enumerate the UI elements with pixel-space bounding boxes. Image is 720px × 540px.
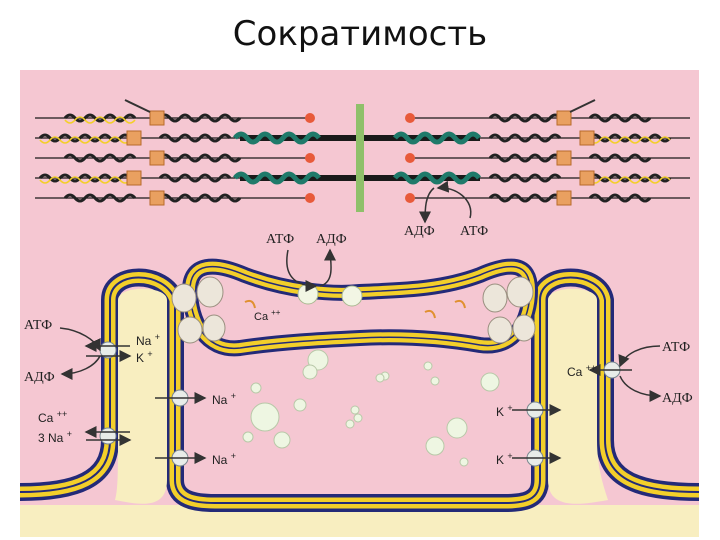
na-pump-label: Na + [136, 332, 160, 348]
ca-pump-right-charge: ++ [586, 363, 597, 373]
atp-pump-left-label: АТФ [24, 318, 52, 333]
vesicles [242, 349, 500, 467]
calcium-arrows [244, 299, 466, 319]
atp-sarcomere-left-label: АТФ [266, 232, 294, 247]
na-pump-charge: + [155, 332, 160, 342]
na-channel-1-text: Na [212, 393, 228, 407]
ryanodine-receptors-right [482, 276, 536, 344]
na-channel-2-charge: + [231, 451, 236, 461]
na-exchanger-charge: + [67, 429, 72, 439]
z-disc-right [556, 110, 595, 206]
k-channel-2-text: K [496, 453, 504, 467]
na-channel-1-charge: + [231, 391, 236, 401]
ryanodine-receptors-left [171, 276, 226, 344]
atp-sarcomere-right-label: АТФ [460, 224, 488, 239]
na-channel-2-label: Na + [212, 451, 236, 467]
k-channel-1-text: K [496, 405, 504, 419]
k-channel-2-label: K + [496, 451, 513, 467]
ca-pump-right-label: Ca ++ [567, 363, 596, 379]
k-channel-1-label: K + [496, 403, 513, 419]
ca-exchanger-charge: ++ [57, 409, 68, 419]
k-pump-label: K + [136, 349, 153, 365]
ca-exchanger-text: Ca [38, 411, 54, 425]
m-line [356, 104, 364, 212]
adp-sarcomere-right-label: АДФ [404, 224, 435, 239]
tropomyosin-strands [39, 116, 671, 184]
k-pump-charge: + [147, 349, 152, 359]
actin-helices [38, 113, 672, 203]
na-exchanger-text: 3 Na [38, 431, 64, 445]
adp-pump-left-label: АДФ [24, 370, 55, 385]
k-pump-text: K [136, 351, 144, 365]
k-channel-2-charge: + [507, 451, 512, 461]
ca-pump-right-text: Ca [567, 365, 583, 379]
sarcomere-atp-arrows [286, 180, 472, 292]
adp-pump-right-label: АДФ [662, 391, 693, 406]
troponin-balls [305, 113, 415, 203]
ca-sr-charge: ++ [271, 308, 281, 317]
adp-sarcomere-left-label: АДФ [316, 232, 347, 247]
sarcomere [35, 99, 690, 212]
k-channel-1-charge: + [507, 403, 512, 413]
na-channel-1-label: Na + [212, 391, 236, 407]
ca-exchanger-label: Ca ++ [38, 409, 67, 425]
na-channel-2-text: Na [212, 453, 228, 467]
t-tubule-fill [115, 288, 608, 504]
ca-sr-label: Ca ++ [254, 308, 281, 323]
atp-pump-right-label: АТФ [662, 340, 690, 355]
na-exchanger-label: 3 Na + [38, 429, 72, 445]
ca-sr-text: Ca [254, 311, 269, 323]
slide-title: Сократимость [232, 14, 488, 54]
ion-arrows [59, 327, 662, 464]
z-disc-left [126, 110, 165, 206]
na-pump-text: Na [136, 334, 152, 348]
